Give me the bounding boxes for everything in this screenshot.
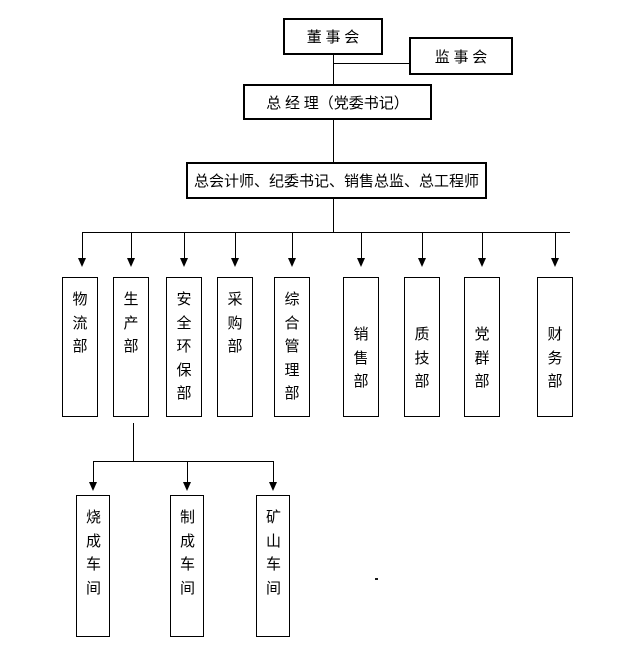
connector-gm-to-executives (333, 120, 334, 162)
down-arrow-stem (93, 461, 94, 483)
workshop-bus-line (93, 461, 274, 462)
down-arrow-stem (292, 232, 293, 259)
stray-period-mark (375, 578, 378, 580)
down-arrow-head-icon (418, 258, 426, 267)
down-arrow-head-icon (231, 258, 239, 267)
down-arrow-stem (482, 232, 483, 259)
department-box: 安全环保部 (166, 277, 202, 417)
down-arrow-stem (82, 232, 83, 259)
connector-executives-to-bus (333, 199, 334, 232)
department-box: 质技部 (404, 277, 440, 417)
general-manager-box: 总 经 理（党委书记） (243, 84, 432, 120)
connector-to-supervisory (333, 63, 409, 64)
down-arrow-head-icon (288, 258, 296, 267)
down-arrow-head-icon (180, 258, 188, 267)
executives-box: 总会计师、纪委书记、销售总监、总工程师 (186, 162, 487, 199)
department-box: 物流部 (62, 277, 98, 417)
department-box: 销售部 (343, 277, 379, 417)
down-arrow-head-icon (357, 258, 365, 267)
down-arrow-head-icon (89, 482, 97, 491)
department-bus-line (82, 232, 570, 233)
connector-production-to-bus (133, 423, 134, 462)
down-arrow-stem (184, 232, 185, 259)
down-arrow-stem (187, 461, 188, 483)
down-arrow-stem (422, 232, 423, 259)
workshop-box: 制成车间 (170, 495, 204, 637)
department-box: 采购部 (217, 277, 253, 417)
down-arrow-head-icon (127, 258, 135, 267)
down-arrow-stem (361, 232, 362, 259)
department-box: 财务部 (537, 277, 573, 417)
down-arrow-stem (555, 232, 556, 259)
workshop-box: 烧成车间 (76, 495, 110, 637)
connector-board-to-gm (333, 55, 334, 84)
workshop-box: 矿山车间 (256, 495, 290, 637)
down-arrow-stem (131, 232, 132, 259)
down-arrow-head-icon (269, 482, 277, 491)
down-arrow-head-icon (478, 258, 486, 267)
supervisory-box: 监 事 会 (409, 37, 513, 75)
down-arrow-head-icon (183, 482, 191, 491)
down-arrow-stem (235, 232, 236, 259)
down-arrow-stem (273, 461, 274, 483)
down-arrow-head-icon (78, 258, 86, 267)
department-box: 生产部 (113, 277, 149, 417)
down-arrow-head-icon (551, 258, 559, 267)
department-box: 党群部 (464, 277, 500, 417)
board-box: 董 事 会 (283, 18, 383, 55)
department-box: 综合管理部 (274, 277, 310, 417)
